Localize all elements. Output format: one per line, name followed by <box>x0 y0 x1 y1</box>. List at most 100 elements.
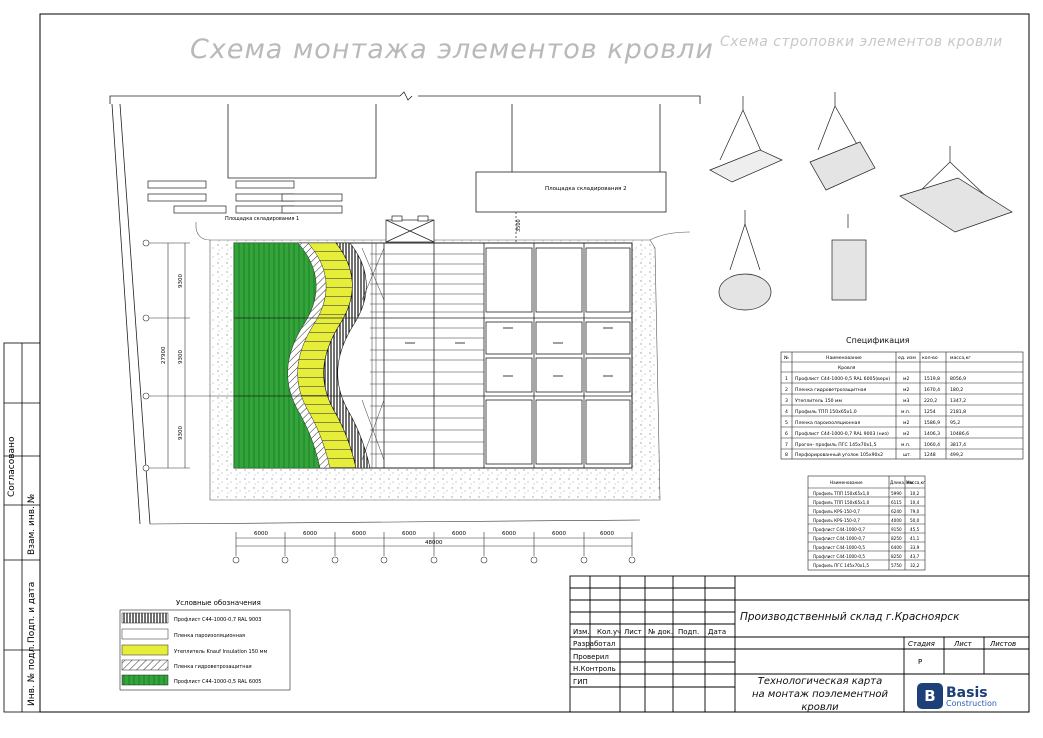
svg-text:Листов: Листов <box>989 640 1016 648</box>
title-block-text: Изм. Кол.уч Лист № док. Подп. Дата Разра… <box>573 628 1016 686</box>
svg-text:1519,8: 1519,8 <box>924 376 940 382</box>
dim-bottom-6: 6000 <box>502 531 516 537</box>
svg-text:2181,8: 2181,8 <box>950 409 966 415</box>
svg-text:Пленка пароизоляционная: Пленка пароизоляционная <box>795 420 860 426</box>
legend-item-5: Профлист С44-1000-0,5 RAL 6005 <box>174 679 261 685</box>
svg-text:10,4: 10,4 <box>910 500 920 505</box>
svg-text:Разработал: Разработал <box>573 640 615 648</box>
svg-text:№ док.: № док. <box>648 628 673 636</box>
svg-text:Профиль ПГС 145х70х1,5: Профиль ПГС 145х70х1,5 <box>813 563 869 568</box>
svg-text:6115: 6115 <box>891 500 902 505</box>
svg-text:32,2: 32,2 <box>910 563 920 568</box>
repl-inv-label: Взам. инв. № <box>27 494 37 555</box>
svg-text:95,2: 95,2 <box>950 420 960 426</box>
svg-text:7: 7 <box>785 442 788 448</box>
storage-2-label: Площадка складирования 2 <box>545 186 627 192</box>
svg-text:1347,2: 1347,2 <box>950 398 966 404</box>
sheet-title: Схема монтажа элементов кровли <box>190 34 714 65</box>
elements-table <box>807 475 926 571</box>
specification-title: Спецификация <box>846 336 910 345</box>
dim-left-1: 9300 <box>178 274 184 288</box>
svg-text:8250: 8250 <box>891 536 902 541</box>
specification-text: № Наименование ед. изм кол-во масса,кг К… <box>784 355 971 458</box>
svg-text:43,7: 43,7 <box>910 554 920 559</box>
svg-text:Лист: Лист <box>624 628 642 636</box>
svg-text:Профлист С44-1000-0,7: Профлист С44-1000-0,7 <box>813 527 865 532</box>
storage-1-label: Площадка складирования 1 <box>225 216 299 222</box>
svg-text:Профлист С44-1000-0,7 RAL 9003: Профлист С44-1000-0,7 RAL 9003 (низ) <box>795 431 889 437</box>
svg-text:Профлист С44-1000-0,5: Профлист С44-1000-0,5 <box>813 554 865 559</box>
svg-text:3: 3 <box>785 398 788 404</box>
svg-text:41,1: 41,1 <box>910 536 920 541</box>
svg-text:м2: м2 <box>903 387 909 393</box>
svg-text:ед. изм: ед. изм <box>898 356 916 361</box>
dim-bottom-1: 6000 <box>254 531 268 537</box>
svg-text:Профлист С44-1000-0,5 RAL 6005: Профлист С44-1000-0,5 RAL 6005(верх) <box>795 376 890 382</box>
dim-left-total: 27900 <box>161 346 167 364</box>
svg-text:8: 8 <box>785 452 788 458</box>
dim-bottom-3: 6000 <box>352 531 366 537</box>
svg-text:1670,4: 1670,4 <box>924 387 940 393</box>
svg-text:Наименование: Наименование <box>830 480 863 485</box>
svg-text:50,0: 50,0 <box>910 518 920 523</box>
document-title-line-1: Технологическая карта <box>757 676 883 687</box>
specification-table <box>780 351 1024 460</box>
svg-text:Перфорированный уголок 105х90х: Перфорированный уголок 105х90х2 <box>795 451 883 458</box>
slinging-sketches <box>709 92 1013 311</box>
svg-text:1586,9: 1586,9 <box>924 420 940 426</box>
project-name: Производственный склад г.Красноярск <box>740 611 960 623</box>
svg-text:м3: м3 <box>903 398 909 404</box>
svg-text:Утеплитель 150 мм: Утеплитель 150 мм <box>795 398 843 404</box>
svg-text:Пленка гидроветрозащитная: Пленка гидроветрозащитная <box>795 387 867 393</box>
svg-text:Профиль ТПП 150х65х1,0: Профиль ТПП 150х65х1,0 <box>813 491 870 496</box>
crane-position <box>385 212 517 243</box>
svg-text:Масса,кг: Масса,кг <box>906 480 925 485</box>
dim-bottom-5: 6000 <box>452 531 466 537</box>
svg-text:Стадия: Стадия <box>908 640 935 648</box>
svg-text:Профлист С44-1000-0,7: Профлист С44-1000-0,7 <box>813 536 865 541</box>
svg-text:Длина, мм: Длина, мм <box>890 480 913 485</box>
svg-text:м.п.: м.п. <box>901 443 910 448</box>
legend-item-2: Пленка пароизоляционная <box>174 633 245 639</box>
legend-item-3: Утеплитель Knauf Insulation 150 мм <box>174 649 267 655</box>
svg-text:Лист: Лист <box>953 640 973 648</box>
svg-text:Профлист С44-1000-0,5: Профлист С44-1000-0,5 <box>813 545 865 550</box>
svg-text:79,0: 79,0 <box>910 509 920 514</box>
svg-text:5: 5 <box>785 420 788 426</box>
company-logo-construction: Construction <box>946 699 997 708</box>
svg-text:кол-во: кол-во <box>922 356 938 361</box>
bottom-dimension-chain <box>149 519 641 564</box>
svg-text:6: 6 <box>785 431 788 437</box>
inv-no-label: Инв. № подл. <box>27 644 37 706</box>
storage-area-1 <box>147 180 343 214</box>
svg-text:Кровля: Кровля <box>838 365 856 371</box>
svg-text:Н.Контроль: Н.Контроль <box>573 665 616 673</box>
purlins <box>361 243 484 468</box>
dim-bottom-4: 6000 <box>402 531 416 537</box>
svg-text:10486,6: 10486,6 <box>950 431 969 437</box>
svg-text:3817,4: 3817,4 <box>950 442 966 448</box>
svg-text:1254: 1254 <box>924 409 936 415</box>
svg-text:8250: 8250 <box>891 554 902 559</box>
svg-text:Кол.уч: Кол.уч <box>597 628 621 636</box>
svg-text:Профиль КPS-150-0,7: Профиль КPS-150-0,7 <box>813 518 860 523</box>
svg-text:Профиль ТПП 150х65х1,0: Профиль ТПП 150х65х1,0 <box>795 409 857 415</box>
svg-text:9150: 9150 <box>891 527 902 532</box>
svg-text:Прогон- профиль ПГС 145х70х1,5: Прогон- профиль ПГС 145х70х1,5 <box>795 442 877 448</box>
svg-text:33,9: 33,9 <box>910 545 920 550</box>
legend-item-1: Профлист С44-1000-0,7 RAL 9003 <box>174 617 261 623</box>
svg-text:Дата: Дата <box>708 628 726 636</box>
svg-text:м2: м2 <box>903 376 909 382</box>
svg-text:Профиль КPS-150-0,7: Профиль КPS-150-0,7 <box>813 509 860 514</box>
svg-text:м2: м2 <box>903 431 909 437</box>
document-title: Технологическая карта на монтаж поэлемен… <box>735 675 905 714</box>
svg-text:5990: 5990 <box>891 491 902 496</box>
svg-text:1: 1 <box>785 376 788 382</box>
svg-text:6240: 6240 <box>891 509 902 514</box>
legend-title: Условные обозначения <box>176 599 261 607</box>
svg-text:180,2: 180,2 <box>950 387 963 393</box>
agreed-label: Согласовано <box>7 436 17 497</box>
existing-buildings <box>109 91 701 525</box>
